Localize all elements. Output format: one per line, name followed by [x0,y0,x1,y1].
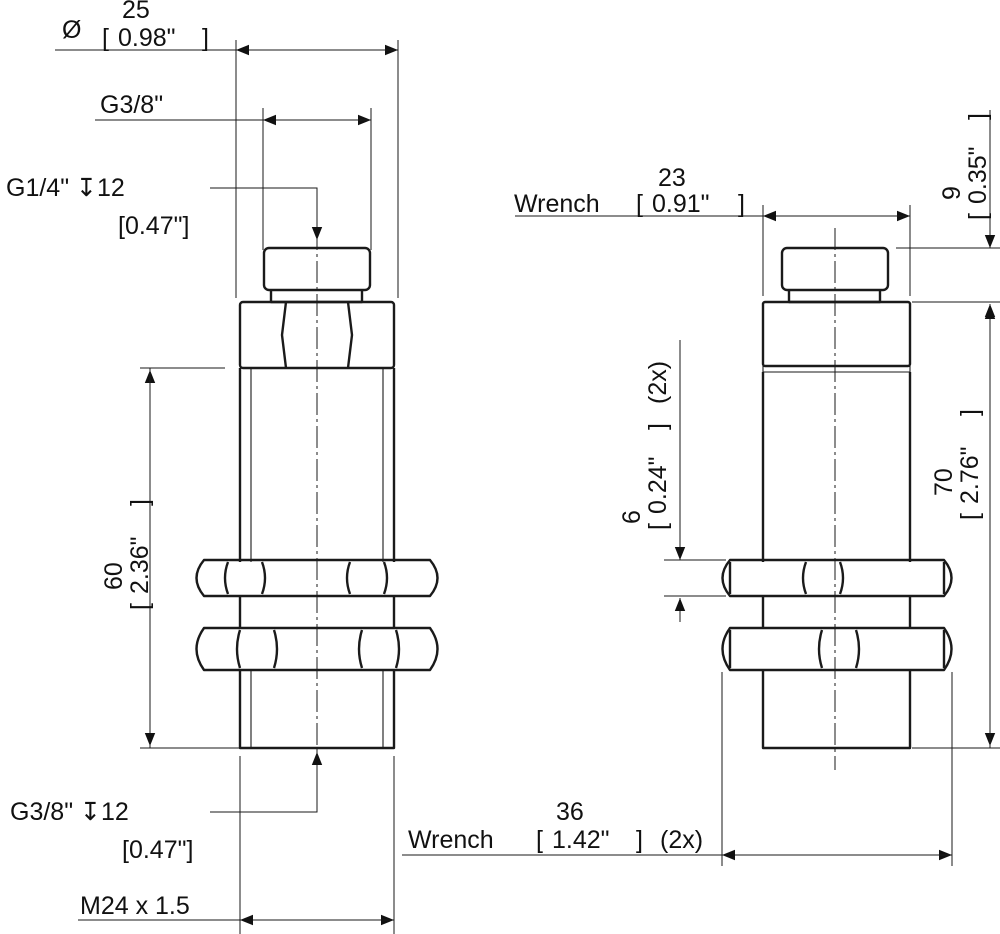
top-thread-dimension: G3/8" [95,91,372,250]
svg-text:]: ] [126,499,154,506]
svg-text:[: [ [636,190,643,218]
nut-count: (2x) [644,361,672,404]
wrench-bottom-mm: 36 [556,798,584,826]
svg-text:]: ] [636,826,643,854]
wrench-top-label: Wrench [514,190,600,218]
left-view-part [195,228,439,770]
svg-text:[: [ [126,603,154,610]
bottom-bore-label: G3/8" ↧12 [10,798,129,826]
svg-text:[: [ [644,523,672,530]
top-thread-label: G3/8" [100,91,163,119]
nut-thickness-mm: 6 [618,510,646,524]
nut-thickness-in: 0.24" [644,456,672,514]
left-length-in: 2.36" [126,536,154,594]
svg-text:]: ] [956,409,984,416]
svg-text:[: [ [956,513,984,520]
body-thread-dimension: M24 x 1.5 [78,756,395,934]
svg-text:]: ] [202,24,209,52]
wrench-top-mm: 23 [658,164,686,192]
diameter-in: 0.98" [118,24,176,52]
svg-text:[: [ [102,24,109,52]
top-bore-label: G1/4" ↧12 [6,174,125,202]
svg-text:]: ] [964,113,992,120]
right-length-mm: 70 [930,468,958,496]
svg-text:]: ] [644,423,672,430]
svg-text:[: [ [964,213,992,220]
svg-text:]: ] [738,190,745,218]
left-diameter-dimension: Ø 25 [ 0.98" ] [55,0,399,298]
right-view-part [721,228,953,770]
top-height-in: 0.35" [964,146,992,204]
top-bore-in: [0.47"] [118,212,189,240]
wrench-bottom-in: 1.42" [552,826,610,854]
svg-text:[: [ [536,826,543,854]
top-bore-callout: G1/4" ↧12 [0.47"] [6,174,323,240]
bottom-bore-in: [0.47"] [122,836,193,864]
top-height-dimension: 9 [ 0.35" ] [896,110,1000,330]
wrench-top-in: 0.91" [652,190,710,218]
diameter-mm: 25 [122,0,150,24]
right-length-in: 2.76" [956,446,984,504]
wrench-top-dimension: Wrench 23 [ 0.91" ] [514,164,911,296]
bottom-bore-callout: G3/8" ↧12 [0.47"] [10,752,323,864]
nut-thickness-dimension: 6 [ 0.24" ] (2x) [618,340,726,622]
wrench-bottom-count: (2x) [660,826,703,854]
body-thread-label: M24 x 1.5 [80,892,190,920]
wrench-bottom-dimension: Wrench 36 [ 1.42" ] (2x) [402,672,953,866]
top-height-mm: 9 [938,186,966,200]
left-length-mm: 60 [100,562,128,590]
diameter-symbol: Ø [62,16,81,44]
right-length-dimension: 70 [ 2.76" ] [912,304,1000,749]
left-length-dimension: 60 [ 2.36" ] [100,367,240,749]
wrench-bottom-label: Wrench [408,826,494,854]
